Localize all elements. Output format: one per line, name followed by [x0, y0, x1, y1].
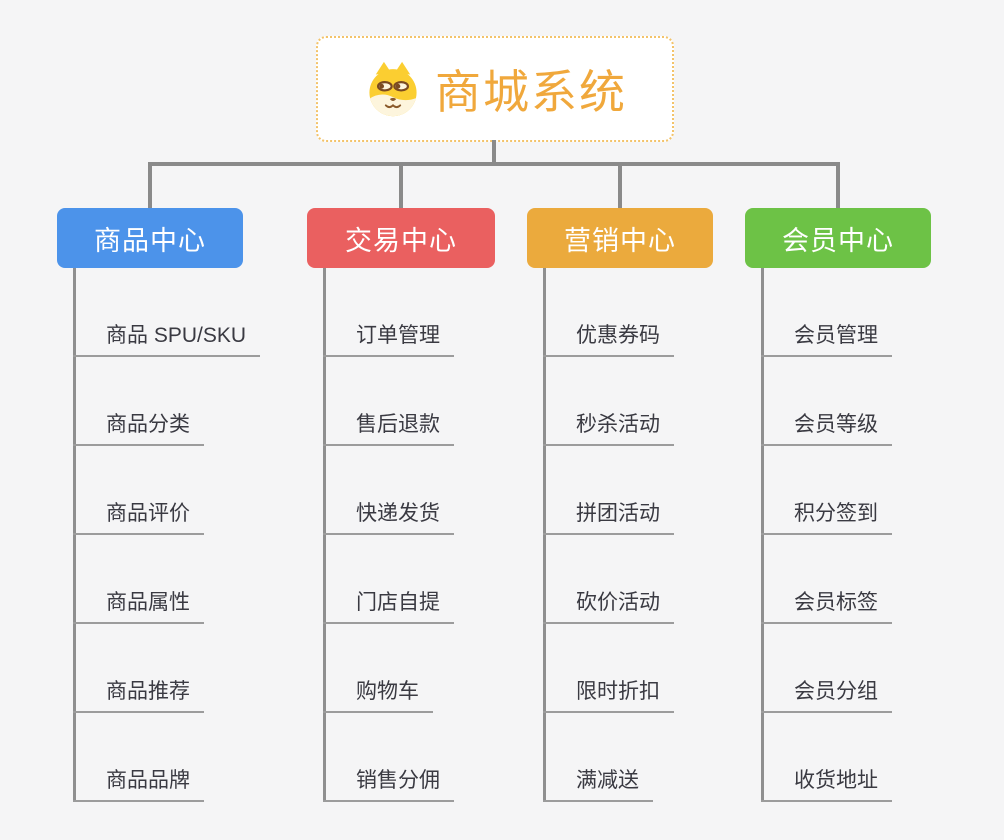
- leaf-node[interactable]: 会员标签: [761, 586, 892, 624]
- leaf-row: 积分签到: [761, 446, 1004, 535]
- leaf-node[interactable]: 快递发货: [323, 497, 454, 535]
- leaf-node[interactable]: 收货地址: [761, 764, 892, 802]
- leaf-node[interactable]: 商品评价: [73, 497, 204, 535]
- leaf-row: 限时折扣: [543, 624, 803, 713]
- root-node[interactable]: 商城系统: [316, 36, 674, 142]
- leaf-node[interactable]: 商品 SPU/SKU: [73, 319, 261, 357]
- leaf-node[interactable]: 商品推荐: [73, 675, 204, 713]
- leaf-node[interactable]: 会员分组: [761, 675, 892, 713]
- connector-drop-1: [148, 162, 152, 208]
- connector-drop-4: [836, 162, 840, 208]
- leaf-row: 售后退款: [323, 357, 583, 446]
- branch-header-2[interactable]: 交易中心: [307, 208, 495, 268]
- leaf-row: 快递发货: [323, 446, 583, 535]
- leaf-row: 商品 SPU/SKU: [73, 268, 333, 357]
- leaf-row: 订单管理: [323, 268, 583, 357]
- leaf-node[interactable]: 销售分佣: [323, 764, 454, 802]
- branch-column-3: 优惠券码秒杀活动拼团活动砍价活动限时折扣满减送: [543, 268, 803, 802]
- leaf-node[interactable]: 限时折扣: [543, 675, 674, 713]
- leaf-node[interactable]: 售后退款: [323, 408, 454, 446]
- leaf-node[interactable]: 会员等级: [761, 408, 892, 446]
- branch-spine-4: [761, 268, 764, 802]
- branch-header-1[interactable]: 商品中心: [57, 208, 243, 268]
- leaf-row: 商品推荐: [73, 624, 333, 713]
- leaf-node[interactable]: 积分签到: [761, 497, 892, 535]
- leaf-row: 会员等级: [761, 357, 1004, 446]
- leaf-node[interactable]: 订单管理: [323, 319, 454, 357]
- connector-drop-2: [399, 162, 403, 208]
- leaf-node[interactable]: 商品属性: [73, 586, 204, 624]
- connector-bus: [148, 162, 840, 166]
- dog-icon: [369, 61, 417, 117]
- branch-column-4: 会员管理会员等级积分签到会员标签会员分组收货地址: [761, 268, 1004, 802]
- leaf-node[interactable]: 满减送: [543, 764, 653, 802]
- leaf-row: 收货地址: [761, 713, 1004, 802]
- connector-root-drop: [492, 140, 496, 164]
- branch-spine-2: [323, 268, 326, 802]
- leaf-row: 会员管理: [761, 268, 1004, 357]
- root-title: 商城系统: [435, 66, 627, 118]
- leaf-node[interactable]: 优惠券码: [543, 319, 674, 357]
- branch-spine-1: [73, 268, 76, 802]
- leaf-node[interactable]: 会员管理: [761, 319, 892, 357]
- leaf-row: 秒杀活动: [543, 357, 803, 446]
- branch-column-2: 订单管理售后退款快递发货门店自提购物车销售分佣: [323, 268, 583, 802]
- branch-column-1: 商品 SPU/SKU 商品分类商品评价商品属性商品推荐商品品牌: [73, 268, 333, 802]
- leaf-node[interactable]: 购物车: [323, 675, 433, 713]
- leaf-row: 商品品牌: [73, 713, 333, 802]
- leaf-node[interactable]: 拼团活动: [543, 497, 674, 535]
- leaf-row: 门店自提: [323, 535, 583, 624]
- leaf-row: 购物车: [323, 624, 583, 713]
- leaf-row: 优惠券码: [543, 268, 803, 357]
- leaf-row: 砍价活动: [543, 535, 803, 624]
- leaf-row: 拼团活动: [543, 446, 803, 535]
- leaf-row: 销售分佣: [323, 713, 583, 802]
- branch-spine-3: [543, 268, 546, 802]
- leaf-row: 满减送: [543, 713, 803, 802]
- leaf-node[interactable]: 砍价活动: [543, 586, 674, 624]
- leaf-row: 会员标签: [761, 535, 1004, 624]
- leaf-row: 商品属性: [73, 535, 333, 624]
- leaf-row: 会员分组: [761, 624, 1004, 713]
- leaf-row: 商品分类: [73, 357, 333, 446]
- branch-header-4[interactable]: 会员中心: [745, 208, 931, 268]
- connector-drop-3: [618, 162, 622, 208]
- leaf-node[interactable]: 门店自提: [323, 586, 454, 624]
- leaf-node[interactable]: 商品品牌: [73, 764, 204, 802]
- leaf-node[interactable]: 商品分类: [73, 408, 204, 446]
- leaf-row: 商品评价: [73, 446, 333, 535]
- branch-header-3[interactable]: 营销中心: [527, 208, 713, 268]
- leaf-node[interactable]: 秒杀活动: [543, 408, 674, 446]
